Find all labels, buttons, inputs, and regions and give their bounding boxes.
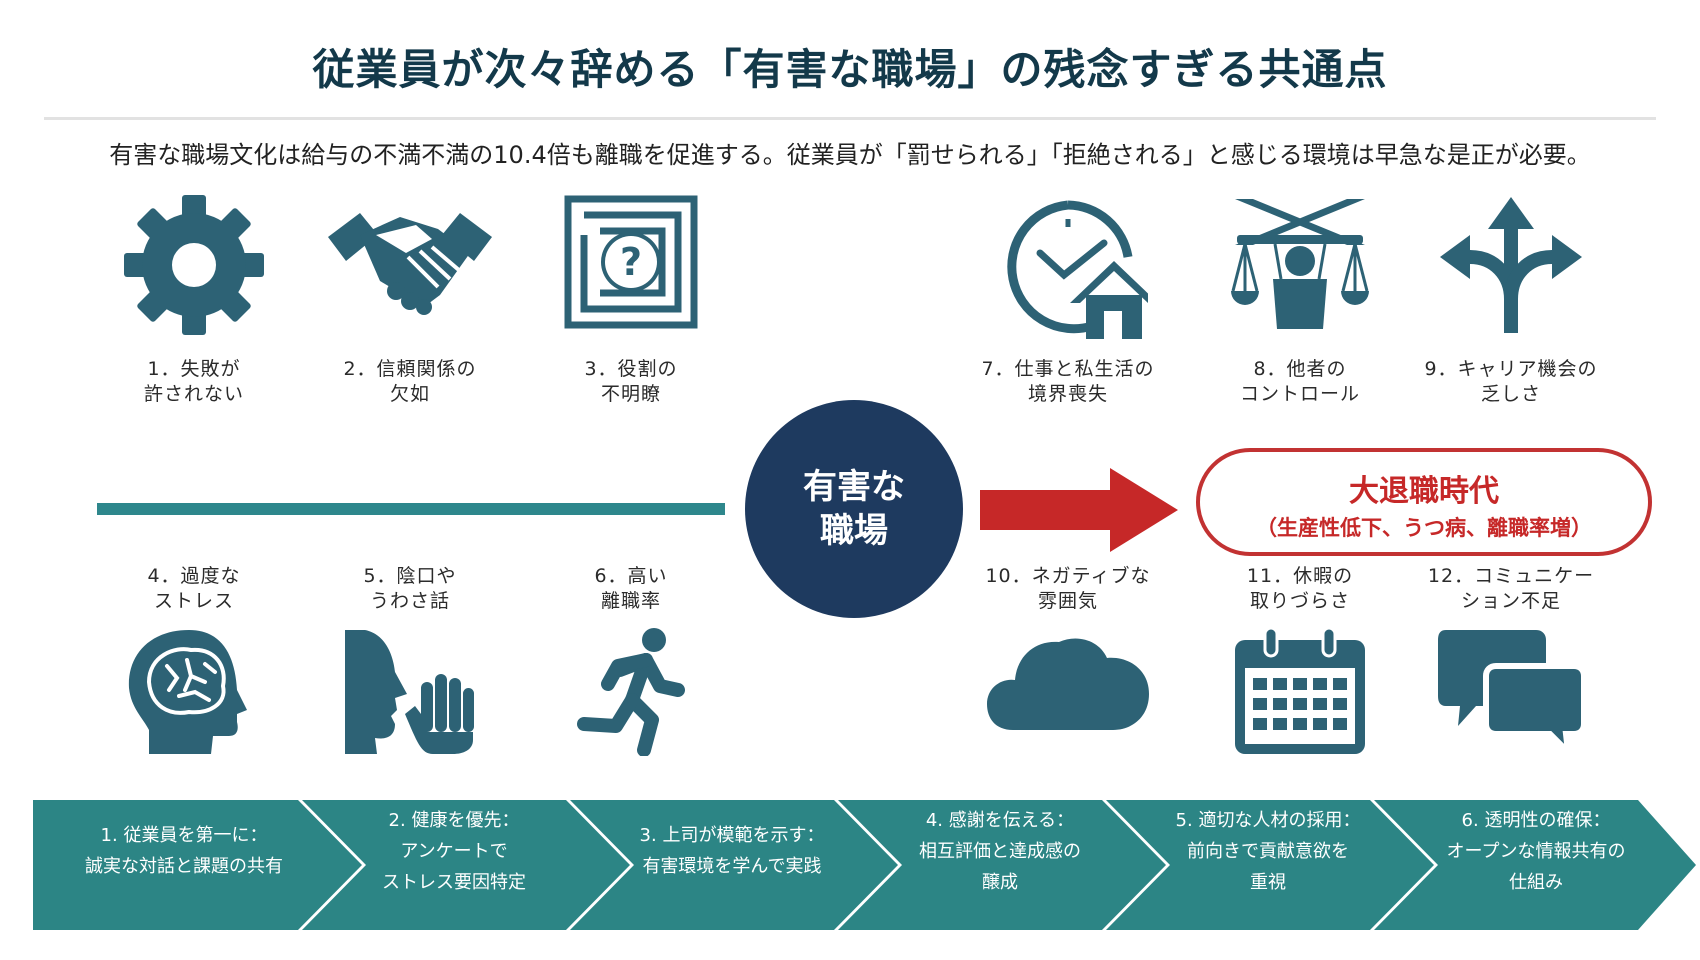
red-arrow-icon: [980, 468, 1178, 552]
page-title: 従業員が次々辞める「有害な職場」の残念すぎる共通点: [312, 45, 1388, 94]
step-4: 4. 感謝を伝える： 相互評価と達成感の 醸成: [890, 805, 1110, 898]
factor-label-line2: 境界喪失: [1027, 383, 1108, 405]
maze-question-icon: ?: [564, 195, 698, 329]
cloud-icon: [987, 638, 1149, 730]
factor-label-line2: 許されない: [143, 383, 244, 405]
step-line: 相互評価と達成感の: [919, 841, 1081, 862]
puppet-icon: [1231, 199, 1369, 329]
factor-label-line1: 1．失敗が: [147, 358, 241, 380]
step-line: 2. 健康を優先：: [388, 810, 520, 831]
branching-arrows-icon: [1440, 197, 1582, 333]
factor-1: 1．失敗が 許されない: [84, 195, 304, 407]
step-2: 2. 健康を優先： アンケートで ストレス要因特定: [344, 805, 564, 898]
step-line: ストレス要因特定: [382, 872, 526, 893]
step-line: 5. 適切な人材の採用：: [1175, 810, 1361, 831]
factor-label-line1: 4．過度な: [147, 565, 241, 587]
factor-7: 7．仕事と私生活の 境界喪失: [958, 195, 1178, 407]
factor-8: 8．他者の コントロール: [1190, 195, 1410, 407]
factor-label-line1: 11．休暇の: [1246, 565, 1354, 587]
step-line: 1. 従業員を第一に：: [100, 825, 268, 846]
factor-4: 4．過度な ストレス: [84, 564, 304, 756]
step-line: 前向きで貢献意欲を: [1187, 841, 1349, 862]
factor-label-line1: 8．他者の: [1253, 358, 1347, 380]
result-box: 大退職時代 （生産性低下、うつ病、離職率増）: [1196, 448, 1652, 556]
factor-6: 6．高い 離職率: [521, 564, 741, 756]
step-line: 6. 透明性の確保：: [1461, 810, 1611, 831]
factor-label-line1: 10．ネガティブな: [985, 565, 1151, 587]
factor-label-line1: 5．陰口や: [363, 565, 457, 587]
factor-3: ? 3．役割の 不明瞭: [521, 195, 741, 407]
factor-12: 12．コミュニケー ション不足: [1401, 564, 1621, 756]
step-line: 誠実な対話と課題の共有: [85, 856, 283, 877]
step-line: 重視: [1250, 872, 1286, 893]
center-circle: 有害な 職場: [745, 400, 963, 618]
step-line: 3. 上司が模範を示す：: [639, 825, 825, 846]
page-subtitle: 有害な職場文化は給与の不満不満の10.4倍も離職を促進する。従業員が「罰せられる…: [109, 141, 1591, 169]
step-line: アンケートで: [400, 841, 508, 862]
step-line: 有害環境を学んで実践: [642, 856, 822, 877]
clock-house-icon: [1007, 200, 1148, 339]
step-line: 醸成: [982, 872, 1018, 893]
step-3: 3. 上司が模範を示す： 有害環境を学んで実践: [622, 820, 842, 882]
gear-icon: [124, 195, 264, 335]
factor-5: 5．陰口や うわさ話: [300, 564, 520, 756]
factor-label-line2: 取りづらさ: [1249, 590, 1350, 612]
factor-label-line1: 2．信頼関係の: [343, 358, 477, 380]
factor-label-line1: 9．キャリア機会の: [1424, 358, 1598, 380]
factor-label-line2: うわさ話: [369, 590, 450, 612]
factor-11: 11．休暇の 取りづらさ: [1190, 564, 1410, 756]
running-person-icon: [577, 628, 685, 756]
center-label-line1: 有害な: [803, 467, 905, 507]
step-1: 1. 従業員を第一に： 誠実な対話と課題の共有: [74, 820, 294, 882]
result-subtitle: （生産性低下、うつ病、離職率増）: [1256, 516, 1592, 540]
chat-bubbles-icon: [1438, 630, 1586, 756]
step-line: オープンな情報共有の: [1446, 841, 1626, 862]
result-title: 大退職時代: [1349, 474, 1499, 509]
factor-label-line2: ション不足: [1460, 590, 1561, 612]
calendar-icon: [1235, 626, 1365, 754]
factor-label-line2: ストレス: [153, 590, 234, 612]
left-connector-bar: [97, 503, 725, 515]
factor-label-line1: 7．仕事と私生活の: [981, 358, 1155, 380]
factor-label-line2: 欠如: [389, 383, 430, 405]
svg-text:?: ?: [620, 240, 642, 284]
factor-label-line2: コントロール: [1239, 383, 1360, 405]
factor-label-line2: 雰囲気: [1037, 590, 1098, 612]
factor-label-line1: 3．役割の: [584, 358, 678, 380]
factor-2: 2．信頼関係の 欠如: [300, 195, 520, 407]
factor-9: 9．キャリア機会の 乏しさ: [1401, 195, 1621, 407]
factor-10: 10．ネガティブな 雰囲気: [958, 564, 1178, 736]
factor-label-line1: 6．高い: [594, 565, 668, 587]
step-line: 仕組み: [1509, 872, 1563, 893]
factor-label-line1: 12．コミュニケー: [1427, 565, 1595, 587]
brain-head-icon: [128, 630, 247, 754]
step-line: 4. 感謝を伝える：: [925, 810, 1075, 831]
step-6: 6. 透明性の確保： オープンな情報共有の 仕組み: [1426, 805, 1646, 898]
step-5: 5. 適切な人材の採用： 前向きで貢献意欲を 重視: [1158, 805, 1378, 898]
center-label-line2: 職場: [820, 511, 888, 551]
title-divider: [44, 117, 1656, 120]
handshake-icon: [328, 213, 492, 315]
factor-label-line2: 乏しさ: [1480, 383, 1541, 405]
factor-label-line2: 不明瞭: [600, 383, 661, 405]
whisper-hand-icon: [345, 630, 474, 754]
factor-label-line2: 離職率: [600, 590, 661, 612]
